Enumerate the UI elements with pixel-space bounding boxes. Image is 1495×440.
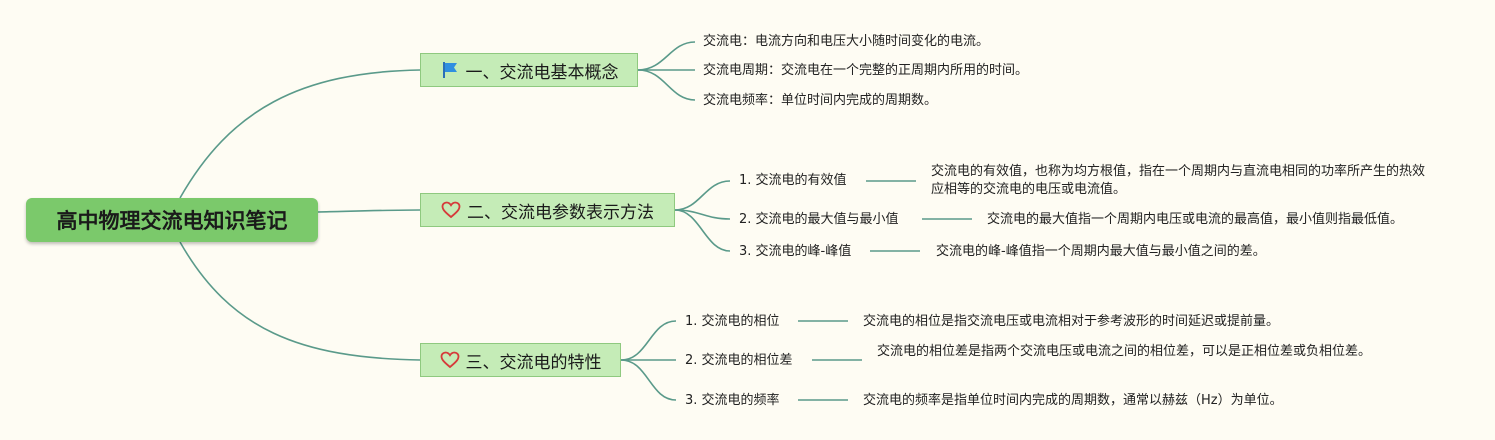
desc-rms-value: 交流电的有效值，也称为均方根值，指在一个周期内与直流电相同的功率所产生的热效应相… — [931, 164, 1426, 197]
connector-b2-item-3 — [674, 209, 731, 252]
heart-icon — [441, 201, 461, 219]
root-node[interactable]: 高中物理交流电知识笔记 — [26, 198, 318, 242]
item-peak-to-peak: 3. 交流电的峰-峰值 — [739, 244, 852, 259]
desc-max-min-value: 交流电的最大值指一个周期内电压或电流的最高值，最小值则指最低值。 — [987, 212, 1404, 227]
heart-icon — [440, 351, 460, 369]
item-phase-difference: 2. 交流电的相位差 — [685, 353, 793, 368]
connector-b1-leaf-1 — [637, 41, 696, 71]
leaf-ac-period: 交流电周期：交流电在一个完整的正周期内所用的时间。 — [703, 63, 1029, 78]
connector-root-branch-1 — [179, 69, 421, 199]
connector-b3-item-3 — [620, 359, 677, 401]
desc-peak-to-peak: 交流电的峰-峰值指一个周期内最大值与最小值之间的差。 — [936, 244, 1266, 259]
item-max-min-value: 2. 交流电的最大值与最小值 — [739, 212, 899, 227]
branch-label: 三、交流电的特性 — [465, 352, 602, 373]
desc-phase: 交流电的相位是指交流电压或电流相对于参考波形的时间延迟或提前量。 — [863, 314, 1280, 329]
item-frequency: 3. 交流电的频率 — [685, 393, 780, 408]
branch-label: 二、交流电参数表示方法 — [467, 202, 654, 223]
flag-icon — [440, 60, 460, 80]
leaf-ac-frequency: 交流电频率：单位时间内完成的周期数。 — [703, 93, 938, 108]
branch-parameter-representation[interactable]: 二、交流电参数表示方法 — [420, 193, 675, 227]
item-phase: 1. 交流电的相位 — [685, 314, 780, 329]
branch-label: 一、交流电基本概念 — [465, 62, 619, 83]
item-rms-value: 1. 交流电的有效值 — [739, 173, 847, 188]
leaf-ac-definition: 交流电：电流方向和电压大小随时间变化的电流。 — [703, 34, 990, 49]
connector-root-branch-3 — [179, 241, 421, 361]
connector-root-branch-2 — [317, 209, 421, 213]
branch-characteristics[interactable]: 三、交流电的特性 — [420, 343, 621, 377]
branch-basic-concepts[interactable]: 一、交流电基本概念 — [420, 53, 638, 87]
connector-b1-leaf-3 — [637, 69, 696, 101]
connector-b2-item-1 — [674, 180, 731, 211]
root-label: 高中物理交流电知识笔记 — [56, 209, 288, 233]
desc-phase-difference: 交流电的相位差是指两个交流电压或电流之间的相位差，可以是正相位差或负相位差。 — [877, 344, 1372, 359]
connector-b3-item-1 — [620, 320, 677, 361]
desc-frequency: 交流电的频率是指单位时间内完成的周期数，通常以赫兹（Hz）为单位。 — [863, 393, 1283, 408]
